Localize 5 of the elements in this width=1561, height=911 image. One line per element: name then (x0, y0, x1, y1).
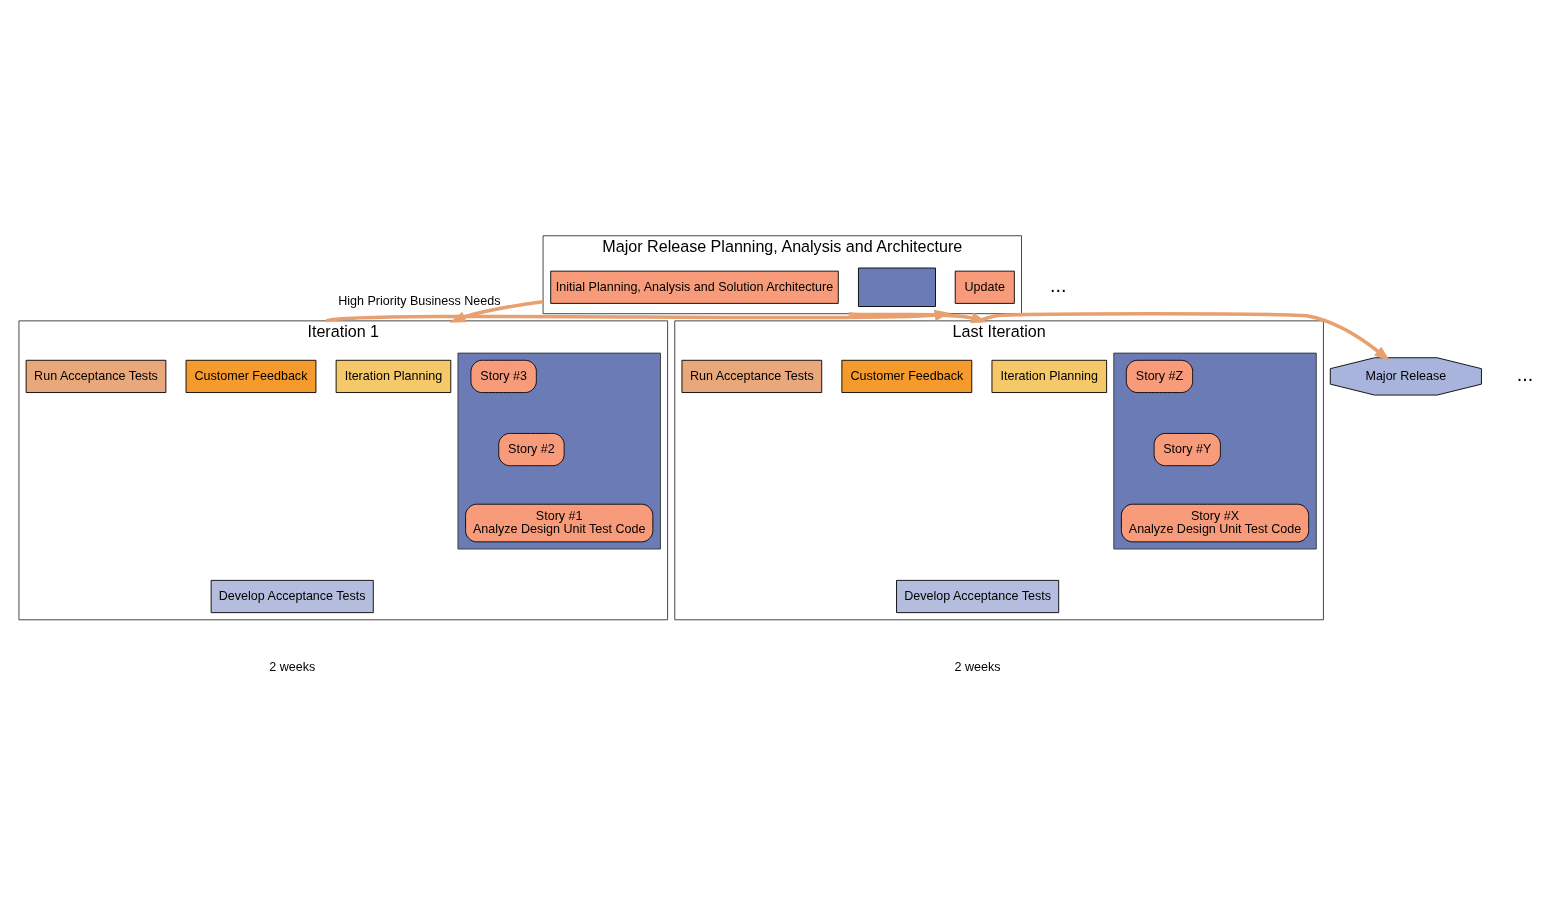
label: ... (1050, 273, 1067, 296)
label: ... (1516, 362, 1534, 385)
edge-label: High Priority Business Needs (338, 293, 501, 308)
node-label: 2 weeks (269, 659, 316, 674)
node-label: 2 weeks (954, 659, 1001, 674)
